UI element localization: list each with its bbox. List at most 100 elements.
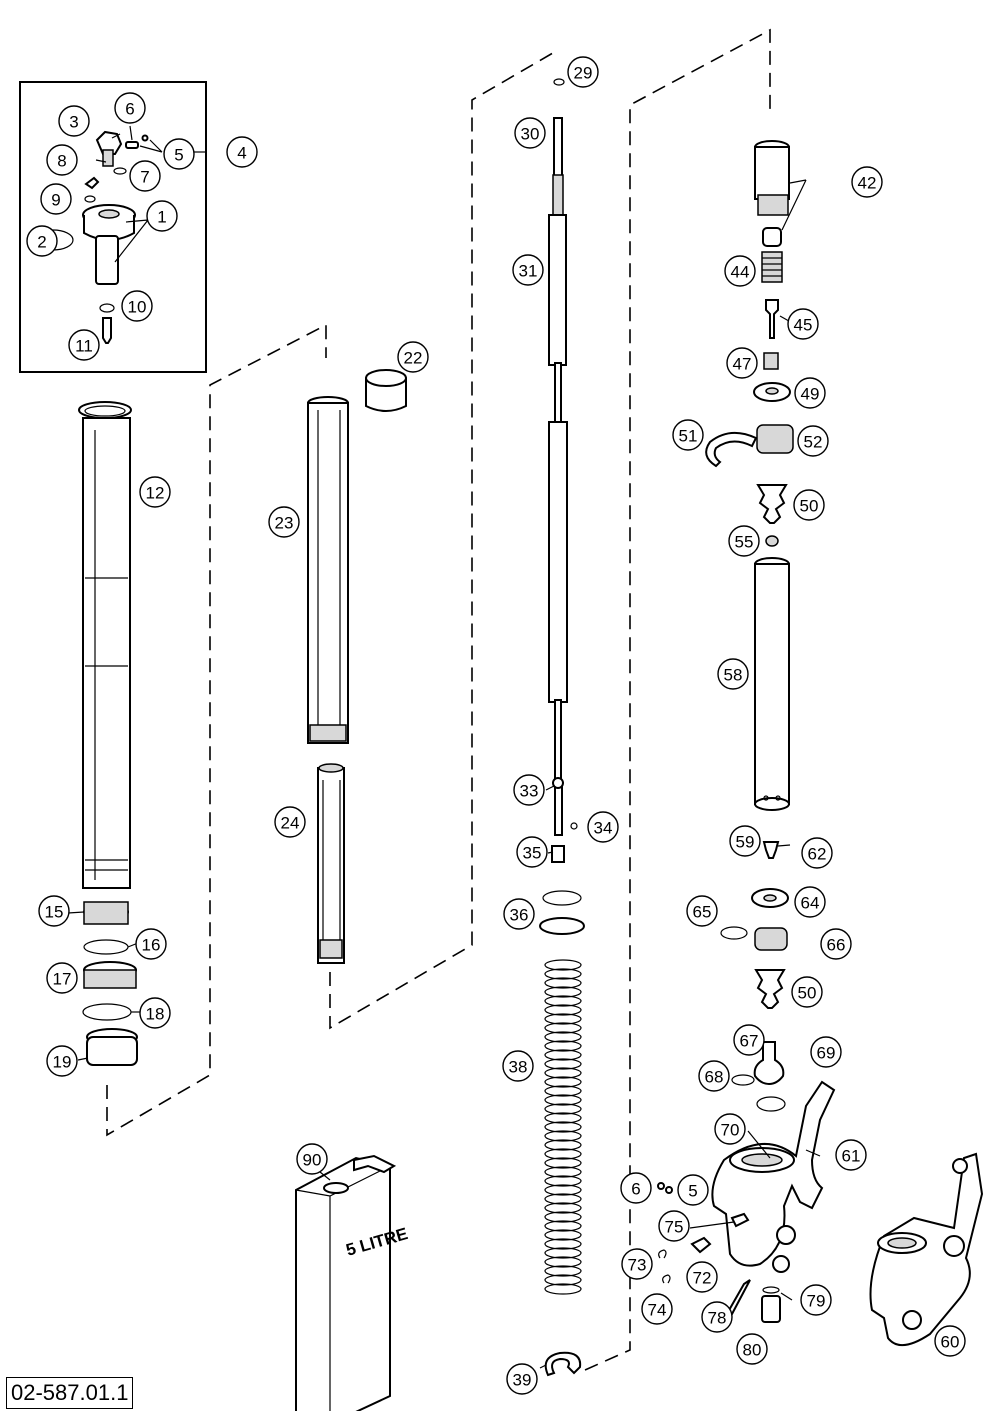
callout-circle (502, 1050, 534, 1082)
callout-label: 80 (743, 1341, 762, 1360)
spring-coil (544, 1013, 582, 1025)
spring-coil (544, 1166, 582, 1178)
spring-coil (544, 1220, 582, 1232)
callout-circle (135, 928, 167, 960)
callout-circle (794, 886, 826, 918)
callout-circle (726, 347, 758, 379)
callout-circle (686, 1261, 718, 1293)
callout-circle (686, 895, 718, 927)
callout-59: 59 (729, 825, 761, 857)
spring-coil (544, 1238, 582, 1250)
spring-coil (544, 1103, 582, 1115)
callout-circle (506, 1363, 538, 1395)
callout-58: 58 (717, 658, 749, 690)
callout-circle (851, 166, 883, 198)
callout-label: 60 (941, 1333, 960, 1352)
callout-label: 19 (53, 1053, 72, 1072)
callout-circle (724, 255, 756, 287)
callout-5b: 5 (677, 1174, 709, 1206)
callout-layer: 1234567891011121516171819222324293031333… (26, 56, 966, 1395)
callout-circle (810, 1036, 842, 1068)
callout-67: 67 (733, 1024, 765, 1056)
callout-75: 75 (658, 1210, 690, 1242)
spring-coil (544, 1058, 582, 1070)
callout-label: 44 (731, 263, 750, 282)
callout-label: 15 (45, 903, 64, 922)
cartridge-group (705, 140, 807, 1009)
spring-coil (544, 1139, 582, 1151)
callout-35: 35 (516, 836, 548, 868)
callout-label: 29 (574, 64, 593, 83)
callout-label: 67 (740, 1032, 759, 1051)
callout-label: 30 (521, 125, 540, 144)
callout-circle (513, 774, 545, 806)
callout-label: 11 (75, 337, 93, 356)
callout-circle (800, 1284, 832, 1316)
callout-circle (121, 290, 153, 322)
callout-22: 22 (397, 341, 429, 373)
spring-coil (544, 1157, 582, 1169)
callout-label: 12 (146, 484, 165, 503)
callout-68: 68 (698, 1060, 730, 1092)
guide-line-left (106, 323, 327, 1137)
callout-circle (567, 56, 599, 88)
callout-4: 4 (226, 136, 258, 168)
callout-72: 72 (686, 1261, 718, 1293)
callout-61: 61 (835, 1139, 867, 1171)
callout-39: 39 (506, 1363, 538, 1395)
callout-label: 18 (146, 1005, 165, 1024)
callout-label: 42 (858, 174, 877, 193)
spring-coil (544, 1175, 582, 1187)
spring-coil (544, 986, 582, 998)
callout-16: 16 (135, 928, 167, 960)
callout-circle (801, 837, 833, 869)
spring-coil (544, 977, 582, 989)
spring-coil (544, 1022, 582, 1034)
callout-circle (139, 997, 171, 1029)
callout-label: 3 (69, 113, 78, 132)
callout-circle (701, 1301, 733, 1333)
fork-spring (544, 959, 582, 1295)
spring-coil (544, 1211, 582, 1223)
callout-label: 79 (807, 1292, 826, 1311)
inner-tube-group (307, 369, 407, 964)
callout-label: 22 (404, 349, 423, 368)
callout-circle (787, 308, 819, 340)
callout-label: 16 (142, 936, 161, 955)
callout-11: 11 (68, 329, 100, 361)
callout-label: 50 (800, 497, 819, 516)
callout-15: 15 (38, 895, 70, 927)
callout-label: 50 (798, 984, 817, 1003)
spring-coil (544, 1193, 582, 1205)
spring-coil (544, 1184, 582, 1196)
callout-circle (728, 525, 760, 557)
spring-coil (544, 1283, 582, 1295)
callout-label: 34 (594, 819, 613, 838)
spring-coil (544, 1265, 582, 1277)
callout-circle (672, 419, 704, 451)
callout-circle (163, 138, 195, 170)
callout-circle (714, 1113, 746, 1145)
callout-circle (397, 341, 429, 373)
callout-circle (503, 898, 535, 930)
callout-circle (736, 1333, 768, 1365)
callout-label: 6 (631, 1180, 640, 1199)
callout-label: 66 (827, 936, 846, 955)
callout-circle (797, 425, 829, 457)
callout-circle (129, 160, 161, 192)
callout-label: 58 (724, 666, 743, 685)
callout-circle (587, 811, 619, 843)
callout-circle (46, 1045, 78, 1077)
callout-label: 24 (281, 814, 300, 833)
callout-circle (641, 1293, 673, 1325)
callout-circle (717, 658, 749, 690)
spring-coil (544, 1085, 582, 1097)
callout-42: 42 (851, 166, 883, 198)
callout-18: 18 (139, 997, 171, 1029)
callout-50b: 50 (791, 976, 823, 1008)
callout-label: 64 (801, 894, 820, 913)
callout-label: 75 (665, 1218, 684, 1237)
callout-7: 7 (129, 160, 161, 192)
callout-label: 73 (628, 1256, 647, 1275)
callout-circle (621, 1248, 653, 1280)
